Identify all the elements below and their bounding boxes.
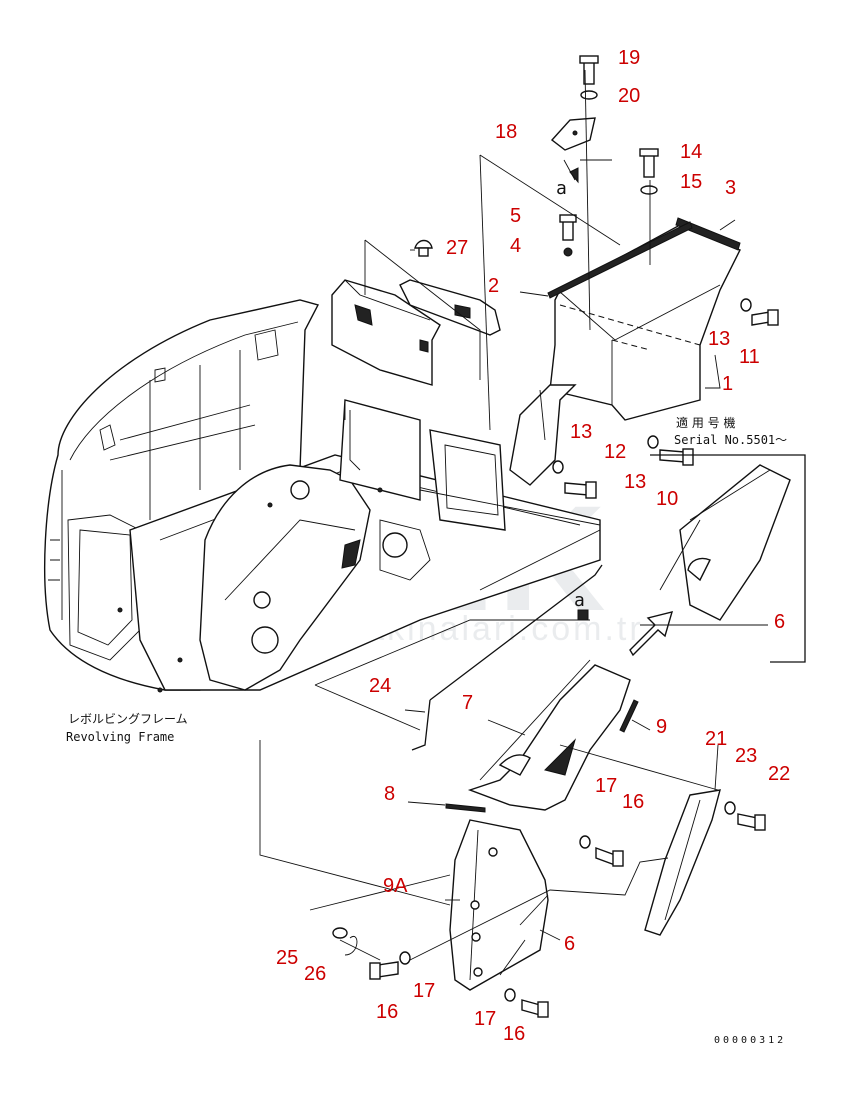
view-marker-a-top: a [556,178,567,199]
frame-label-en: Revolving Frame [66,730,174,744]
frame-label-jp: レボルビングフレーム [68,712,188,726]
callout-2: 2 [488,275,499,297]
text-labels: 適 用 号 機 Serial No.5501～ レボルビングフレーム Revol… [66,178,787,1046]
callout-13b: 13 [570,421,592,443]
callout-27: 27 [446,237,468,259]
callout-21: 21 [705,728,727,750]
callout-17a: 17 [595,775,617,797]
callouts: 19 20 18 14 15 3 5 4 27 2 13 11 1 13 12 … [276,47,790,1045]
callout-12: 12 [604,441,626,463]
callout-14: 14 [680,141,702,163]
callout-9: 9 [656,716,667,738]
callout-13c: 13 [624,471,646,493]
callout-16a: 16 [622,791,644,813]
revolving-frame-drawing [44,299,601,693]
callout-13a: 13 [708,328,730,350]
detail-view-a [650,454,806,663]
callout-23: 23 [735,745,757,767]
callout-17b: 17 [413,980,435,1002]
callout-5: 5 [510,205,521,227]
view-marker-a-bottom: a [574,590,585,611]
callout-20: 20 [618,85,640,107]
callout-16b: 16 [376,1001,398,1023]
serial-label-en: Serial No.5501～ [674,433,787,447]
cover-assembly-upper [331,55,779,499]
callout-18: 18 [495,121,517,143]
callout-10: 10 [656,488,678,510]
callout-22: 22 [768,763,790,785]
callout-6b: 6 [564,933,575,955]
callout-11: 11 [739,346,760,368]
callout-24: 24 [369,675,391,697]
callout-4: 4 [510,235,521,257]
cover-assembly-lower [332,564,766,1018]
callout-8: 8 [384,783,395,805]
callout-17c: 17 [474,1008,496,1030]
callout-19: 19 [618,47,640,69]
callout-3: 3 [725,177,736,199]
drawing-number: 00000312 [714,1035,786,1046]
callout-1: 1 [722,373,733,395]
callout-25: 25 [276,947,298,969]
callout-7: 7 [462,692,473,714]
callout-9a: 9A [383,875,408,897]
callout-6a: 6 [774,611,785,633]
leader-lines [259,69,768,976]
callout-15: 15 [680,171,702,193]
callout-26: 26 [304,963,326,985]
callout-16c: 16 [503,1023,525,1045]
serial-label-jp: 適 用 号 機 [676,415,735,430]
